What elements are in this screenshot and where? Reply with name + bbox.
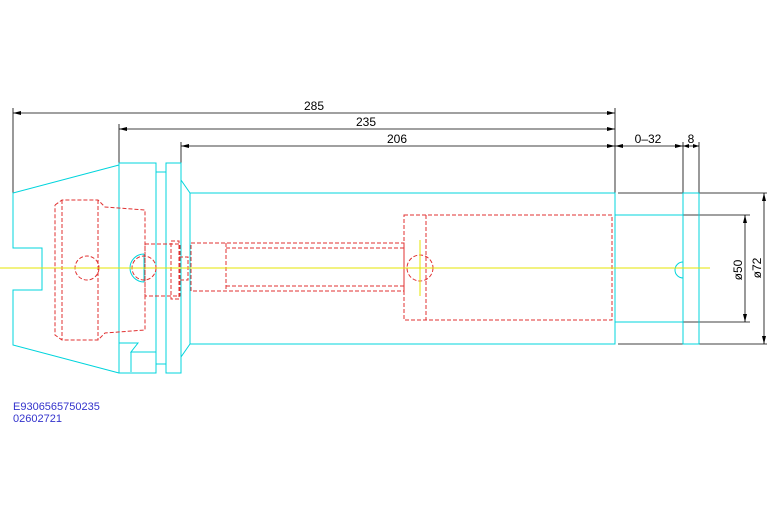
centerlines	[0, 240, 710, 296]
dimension-206-label: 206	[387, 132, 407, 146]
part-number: 02602721	[13, 413, 62, 425]
dimension-285: 285	[12, 99, 616, 195]
dimension-dia-50-label: ø50	[731, 259, 745, 280]
dimension-235: 235	[118, 115, 615, 165]
dimension-206: 206	[180, 132, 615, 165]
dimension-8-label: 8	[688, 132, 695, 146]
dimension-0-32: 0–32	[615, 132, 684, 193]
part-code: E9306565750235	[13, 401, 100, 413]
hidden-lines	[54, 199, 613, 341]
dimension-285-label: 285	[304, 99, 324, 113]
dimension-dia-72-label: ø72	[750, 257, 764, 278]
dimension-235-label: 235	[356, 115, 376, 129]
dimension-0-32-label: 0–32	[635, 132, 662, 146]
dimension-8: 8	[683, 132, 700, 193]
